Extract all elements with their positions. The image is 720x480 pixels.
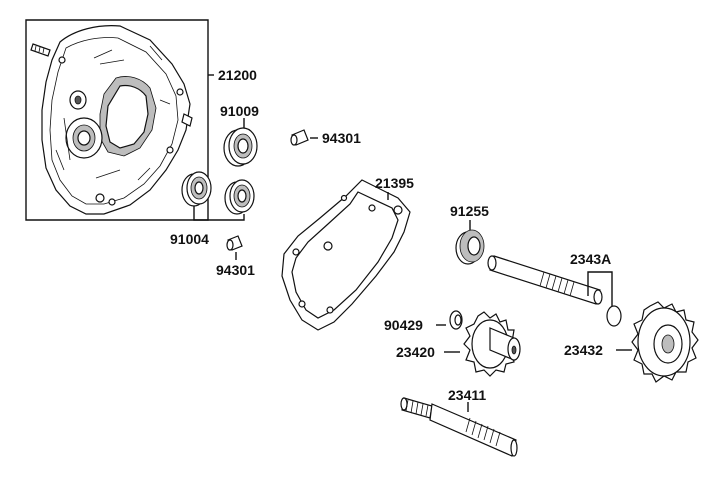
part-number-91004: 91004 (170, 231, 209, 247)
bearing-91004-left-drawing[interactable] (181, 171, 212, 207)
bearing-pair-group: 91004 (170, 171, 255, 247)
part-number-2343A: 2343A (570, 251, 611, 267)
main-shaft-group: 23411 (400, 387, 518, 457)
bearing-upper-group: 91009 (220, 103, 259, 167)
part-number-23432: 23432 (564, 342, 603, 358)
part-number-91009: 91009 (220, 103, 259, 119)
part-number-94301-lower: 94301 (216, 262, 255, 278)
washer-group: 90429 (384, 310, 463, 333)
leader-91004 (193, 206, 245, 221)
drive-shaft-drawing[interactable] (487, 255, 603, 305)
washer-90429-drawing[interactable] (449, 310, 463, 330)
counter-gear-group: 23420 (396, 311, 521, 377)
counter-gear-23420-drawing[interactable] (463, 311, 521, 377)
part-number-94301-upper: 94301 (322, 130, 361, 146)
bearing-91004-right-drawing[interactable] (224, 179, 255, 215)
pin-lower-group: 94301 (216, 235, 255, 278)
leader-2343A (587, 271, 613, 306)
pin-upper-group: 94301 (290, 129, 361, 146)
part-number-21395: 21395 (375, 175, 414, 191)
final-gear-23432-drawing[interactable] (631, 301, 699, 383)
oil-seal-group: 91255 (450, 203, 489, 265)
pin-94301-lower-drawing[interactable] (226, 235, 243, 251)
crankcase-group: 21200 (25, 19, 257, 221)
pin-94301-upper-drawing[interactable] (290, 129, 309, 146)
oil-seal-91255-drawing[interactable] (455, 229, 485, 265)
part-number-23420: 23420 (396, 344, 435, 360)
circlip-drawing[interactable] (606, 305, 622, 327)
assembly-bracket (25, 19, 209, 221)
crankcase-drawing[interactable] (30, 25, 193, 215)
final-gear-group: 23432 (564, 301, 699, 383)
part-number-23411: 23411 (448, 387, 486, 403)
part-number-21200: 21200 (218, 67, 257, 83)
gasket-21395-drawing[interactable] (281, 179, 411, 331)
main-shaft-23411-drawing[interactable] (400, 397, 518, 457)
part-number-90429: 90429 (384, 317, 423, 333)
drive-shaft-group: 2343A (487, 251, 622, 327)
bearing-91009-drawing[interactable] (223, 127, 258, 167)
gasket-group: 21395 (281, 175, 414, 331)
part-number-91255: 91255 (450, 203, 489, 219)
